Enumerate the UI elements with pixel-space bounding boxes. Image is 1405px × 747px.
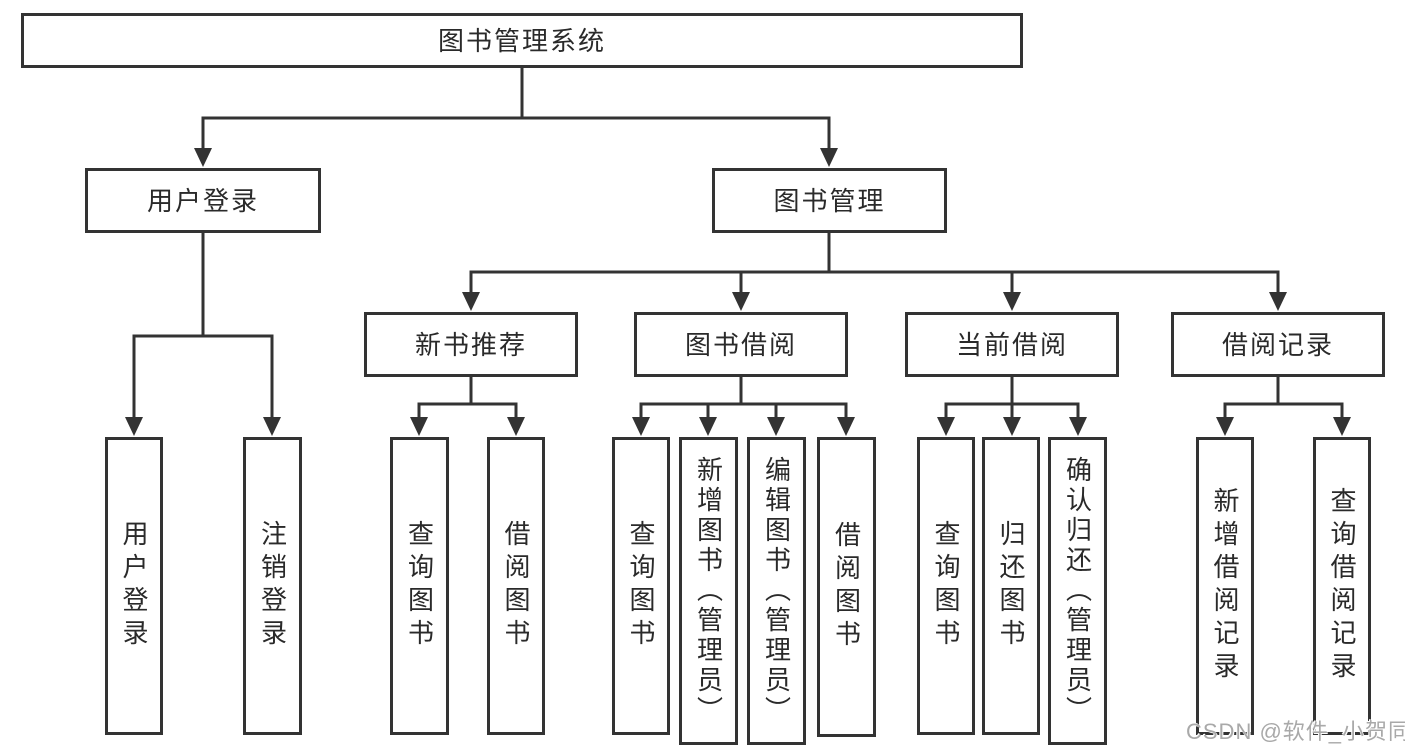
node-library-management-system: 图书管理系统 [21,13,1023,68]
connector-user-login-split [132,334,274,419]
leaf-add-borrow-record: 新增借阅记录 [1196,437,1254,735]
node-label: 用户登录 [146,185,259,216]
leaf-return-books: 归还图书 [982,437,1040,735]
node-label: 确认归还（管理员） [1062,456,1093,726]
node-label: 查询图书 [404,520,435,652]
csdn-watermark: CSDN @软件_小贺同学 [1186,719,1405,744]
node-label: 当前借阅 [955,329,1068,360]
leaf-query-books: 查询图书 [390,437,449,735]
node-label: 归还图书 [996,520,1026,652]
node-new-book-recommendation: 新书推荐 [364,312,578,377]
node-user-login: 用户登录 [85,168,321,233]
leaf-query-borrow-record: 查询借阅记录 [1313,437,1371,735]
node-label: 注销登录 [257,520,288,652]
node-label: 查询图书 [626,520,656,652]
leaf-logout: 注销登录 [243,437,302,735]
connector-level1-split [201,116,831,150]
node-label: 用户登录 [119,520,149,652]
node-current-borrowing: 当前借阅 [905,312,1119,377]
leaf-user-login: 用户登录 [105,437,163,735]
connector-current-borrow-split [944,402,1080,419]
leaf-edit-book-admin: 编辑图书（管理员） [747,437,806,745]
node-label: 新增图书（管理员） [693,456,724,726]
connector-borrow-record-split [1223,402,1344,419]
leaf-add-book-admin: 新增图书（管理员） [679,437,738,745]
node-label: 新书推荐 [414,329,527,360]
node-label: 借阅图书 [831,521,862,653]
leaf-confirm-return-admin: 确认归还（管理员） [1048,437,1107,745]
node-label: 图书管理系统 [437,25,606,56]
node-label: 查询借阅记录 [1327,487,1357,685]
node-label: 借阅记录 [1221,329,1334,360]
leaf-query-books: 查询图书 [612,437,670,735]
connector-book-borrow-split [639,402,848,419]
connector-new-book-split [417,402,518,419]
node-label: 查询图书 [931,520,961,652]
node-book-management: 图书管理 [712,168,947,233]
leaf-borrow-books: 借阅图书 [817,437,876,737]
leaf-borrow-books: 借阅图书 [487,437,545,735]
node-label: 新增借阅记录 [1210,487,1240,685]
node-book-borrowing: 图书借阅 [634,312,848,377]
node-label: 编辑图书（管理员） [761,456,792,726]
leaf-query-books: 查询图书 [917,437,975,735]
node-label: 图书借阅 [684,329,797,360]
node-borrowing-records: 借阅记录 [1171,312,1385,377]
node-label: 图书管理 [773,185,886,216]
node-label: 借阅图书 [501,520,531,652]
connector-book-mgmt-split [469,270,1280,294]
